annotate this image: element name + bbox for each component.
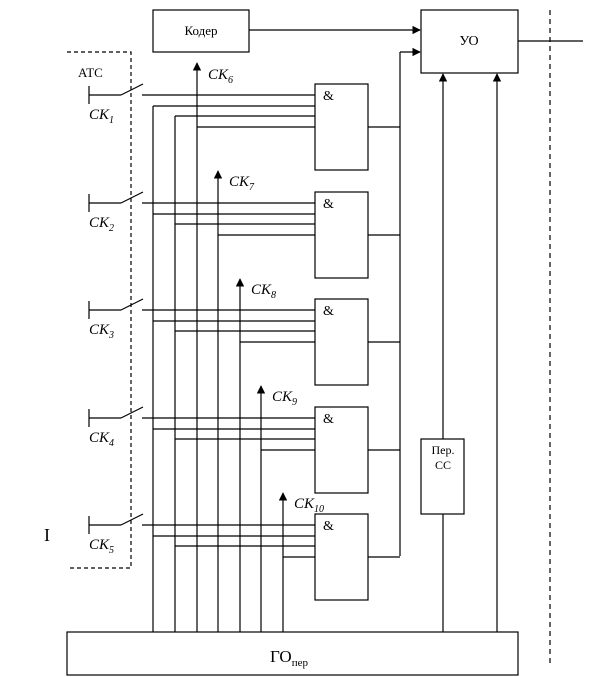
go-label: ГОпер: [270, 647, 308, 669]
switch-label-ck3: СК3: [89, 322, 114, 341]
and-symbol: &: [323, 89, 334, 104]
output-label-ck10: СК10: [294, 496, 324, 515]
switch-label-ck5: СК5: [89, 537, 114, 556]
per-ss-label-line1: Пер.: [432, 443, 455, 457]
and-symbol: &: [323, 412, 334, 427]
per-ss-label-line2: СС: [435, 458, 451, 472]
go-block: [66, 631, 519, 676]
uo-label: УО: [459, 34, 478, 49]
output-label-ck7: СК7: [229, 174, 255, 193]
switch-lever: [120, 298, 144, 311]
output-label-ck9: СК9: [272, 389, 297, 408]
switch-lever: [120, 406, 144, 419]
stray-mark: I: [44, 525, 50, 545]
switch-lever: [120, 191, 144, 204]
output-label-ck8: СК8: [251, 282, 276, 301]
coder-label: Кодер: [184, 23, 217, 38]
and-symbol: &: [323, 304, 334, 319]
switch-label-ck1: СК1: [89, 107, 114, 126]
switch-lever: [120, 83, 144, 96]
switch-label-ck4: СК4: [89, 430, 114, 449]
and-symbol: &: [323, 197, 334, 212]
switch-lever: [120, 513, 144, 526]
coder-block: [152, 9, 250, 53]
ats-label: АТС: [78, 65, 103, 80]
ats-dashed-box: [67, 51, 132, 569]
output-label-ck6: СК6: [208, 67, 233, 86]
and-symbol: &: [323, 519, 334, 534]
switch-label-ck2: СК2: [89, 215, 114, 234]
